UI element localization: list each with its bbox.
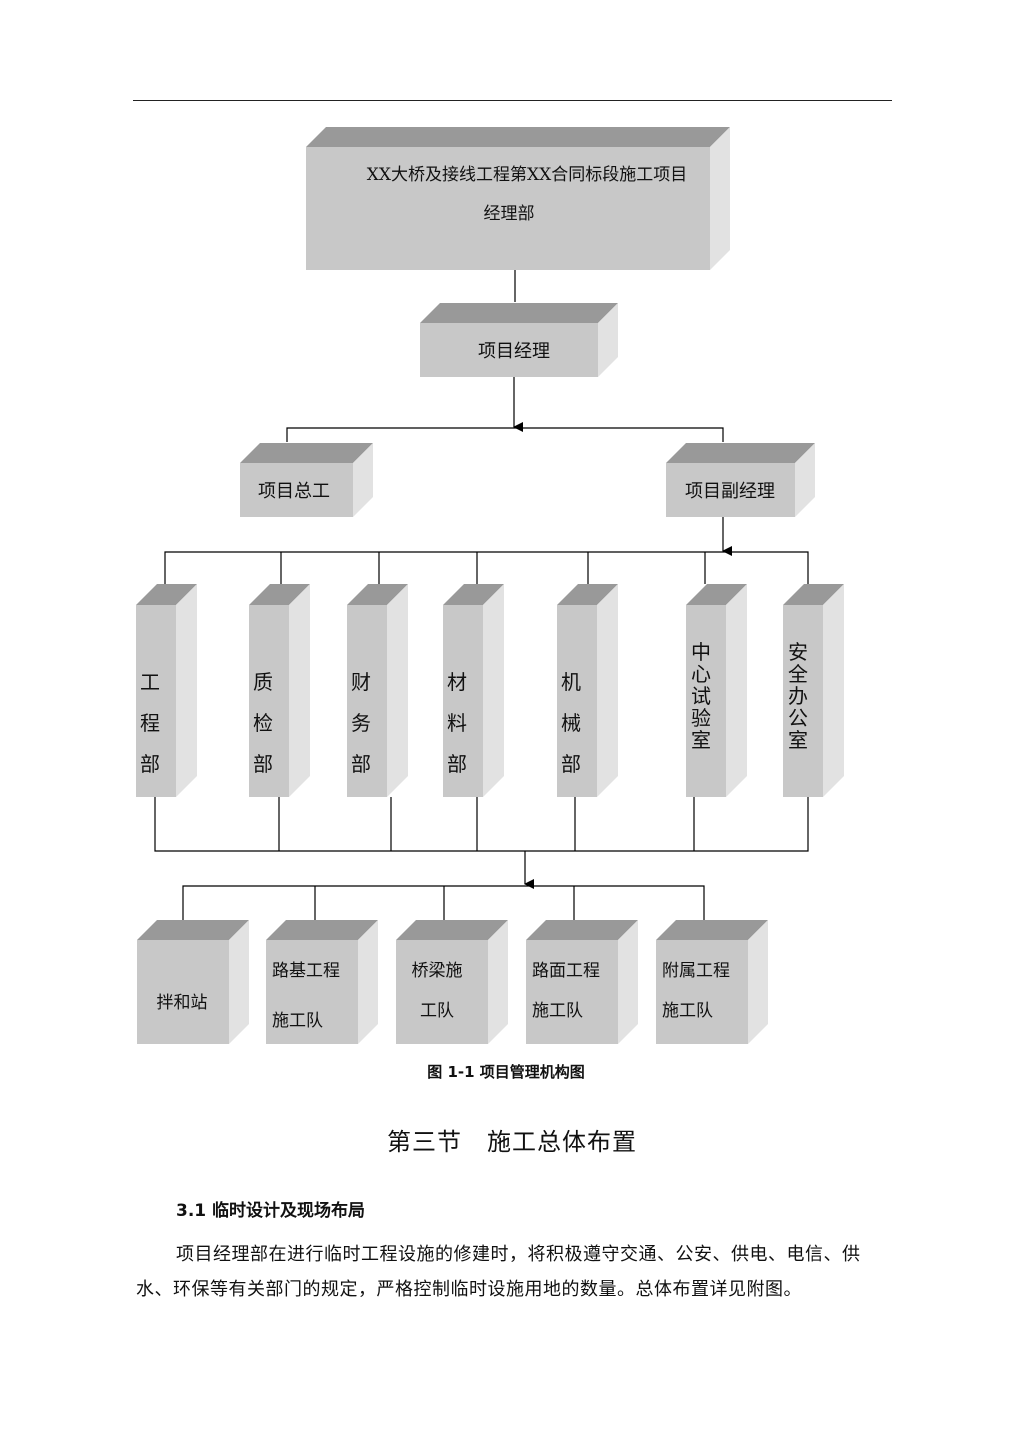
deputy-manager-label: 项目副经理 <box>685 481 775 502</box>
department-char: 部 <box>447 752 467 776</box>
header-rule <box>133 100 892 101</box>
department-char: 机 <box>561 670 581 694</box>
department-char: 部 <box>253 752 273 776</box>
department-char: 公 <box>788 706 808 730</box>
manager-label: 项目经理 <box>478 341 550 362</box>
department-char: 工 <box>140 670 160 694</box>
department-char: 料 <box>447 711 467 735</box>
team-label: 路基工程 <box>272 961 340 981</box>
department-char: 财 <box>351 670 371 694</box>
department-char: 试 <box>691 684 711 708</box>
department-box: 机械部 <box>557 584 618 797</box>
team-label: 工队 <box>420 1001 454 1021</box>
body-paragraph: 项目经理部在进行临时工程设施的修建时，将积极遵守交通、公安、供电、电信、供水、环… <box>136 1244 861 1300</box>
department-char: 质 <box>253 670 273 694</box>
department-char: 务 <box>351 711 371 735</box>
chief-engineer-box: 项目总工 <box>240 443 373 517</box>
section-title: 第三节 施工总体布置 <box>387 1128 637 1156</box>
department-char: 安 <box>788 640 808 664</box>
department-box: 财务部 <box>347 584 408 797</box>
department-char: 检 <box>253 711 273 735</box>
team-label: 施工队 <box>662 1001 713 1021</box>
department-char: 验 <box>691 706 711 730</box>
department-box: 工程部 <box>136 584 197 797</box>
figure-caption: 图 1-1 项目管理机构图 <box>427 1063 585 1081</box>
department-char: 全 <box>788 662 808 686</box>
manager-box: 项目经理 <box>420 303 618 377</box>
chief-engineer-label: 项目总工 <box>258 481 330 502</box>
team-label: 施工队 <box>532 1001 583 1021</box>
department-char: 室 <box>691 728 711 752</box>
team-label: 桥梁施 <box>412 961 463 981</box>
department-char: 部 <box>351 752 371 776</box>
top-unit-line-1: XX大桥及接线工程第XX合同标段施工项目 <box>367 165 687 185</box>
department-char: 械 <box>561 711 581 735</box>
department-char: 材 <box>447 670 467 694</box>
top-unit-line-2: 经理部 <box>484 204 535 224</box>
department-char: 中 <box>691 640 711 664</box>
team-box: 拌和站 <box>137 920 249 1044</box>
department-char: 室 <box>788 728 808 752</box>
department-box: 质检部 <box>249 584 310 797</box>
department-char: 心 <box>691 662 711 686</box>
team-label: 附属工程 <box>662 961 730 981</box>
department-char: 程 <box>140 711 160 735</box>
department-box: 材料部 <box>443 584 504 797</box>
deputy-manager-box: 项目副经理 <box>666 443 815 517</box>
team-label: 路面工程 <box>532 961 600 981</box>
team-label: 施工队 <box>272 1011 323 1031</box>
department-char: 部 <box>140 752 160 776</box>
department-char: 办 <box>788 684 808 708</box>
subsection-title: 3.1 临时设计及现场布局 <box>176 1201 366 1221</box>
team-label: 拌和站 <box>157 993 208 1013</box>
department-char: 部 <box>561 752 581 776</box>
